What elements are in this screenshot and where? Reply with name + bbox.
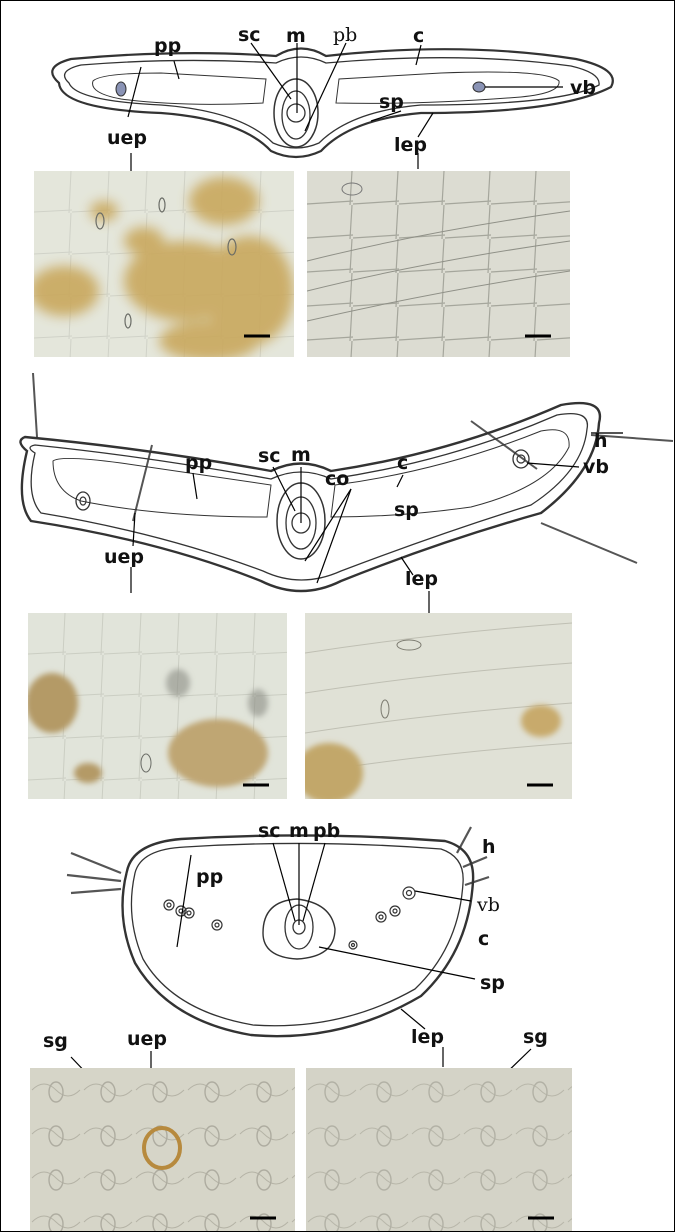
label-pp: pp bbox=[154, 35, 181, 57]
label-c: c bbox=[478, 928, 489, 950]
label-vb: vb bbox=[583, 456, 609, 478]
panel1-micrograph-upper bbox=[29, 171, 294, 361]
label-vb: vb bbox=[476, 894, 500, 916]
label-m: m bbox=[286, 25, 306, 47]
label-lep: lep bbox=[405, 568, 438, 590]
label-uep: uep bbox=[127, 1028, 167, 1050]
label-m: m bbox=[291, 444, 311, 466]
label-sp: sp bbox=[379, 91, 404, 113]
label-c: c bbox=[397, 452, 408, 474]
panel1-micrograph-lower bbox=[307, 171, 570, 357]
panel1-cross-section: pp sc m pb c vb sp uep lep bbox=[52, 24, 613, 175]
label-sc: sc bbox=[258, 445, 281, 467]
label-sc: sc bbox=[258, 820, 281, 842]
label-vb: vb bbox=[570, 77, 596, 99]
label-m: m bbox=[289, 820, 309, 842]
label-pb: pb bbox=[313, 820, 340, 842]
label-sg-left: sg bbox=[43, 1030, 68, 1052]
label-uep: uep bbox=[104, 546, 144, 568]
panel3-micrograph-lower bbox=[306, 1068, 572, 1231]
label-pb: pb bbox=[333, 24, 357, 46]
label-pp: pp bbox=[185, 452, 212, 474]
panel3-micrograph-upper bbox=[30, 1068, 295, 1231]
label-c: c bbox=[413, 25, 424, 47]
label-h: h bbox=[594, 430, 608, 452]
label-lep: lep bbox=[394, 134, 427, 156]
label-sp: sp bbox=[394, 499, 419, 521]
label-sg-right: sg bbox=[523, 1026, 548, 1048]
label-pp: pp bbox=[196, 866, 223, 888]
label-lep: lep bbox=[411, 1026, 444, 1048]
label-uep: uep bbox=[107, 127, 147, 149]
label-sp: sp bbox=[480, 972, 505, 994]
label-sc: sc bbox=[238, 24, 261, 46]
label-h: h bbox=[482, 836, 496, 858]
label-co: co bbox=[325, 468, 349, 490]
panel2-cross-section: h pp sc m co c vb sp uep lep bbox=[20, 373, 673, 613]
panel2-micrograph-lower bbox=[295, 613, 572, 803]
panel2-micrograph-upper bbox=[26, 613, 287, 799]
